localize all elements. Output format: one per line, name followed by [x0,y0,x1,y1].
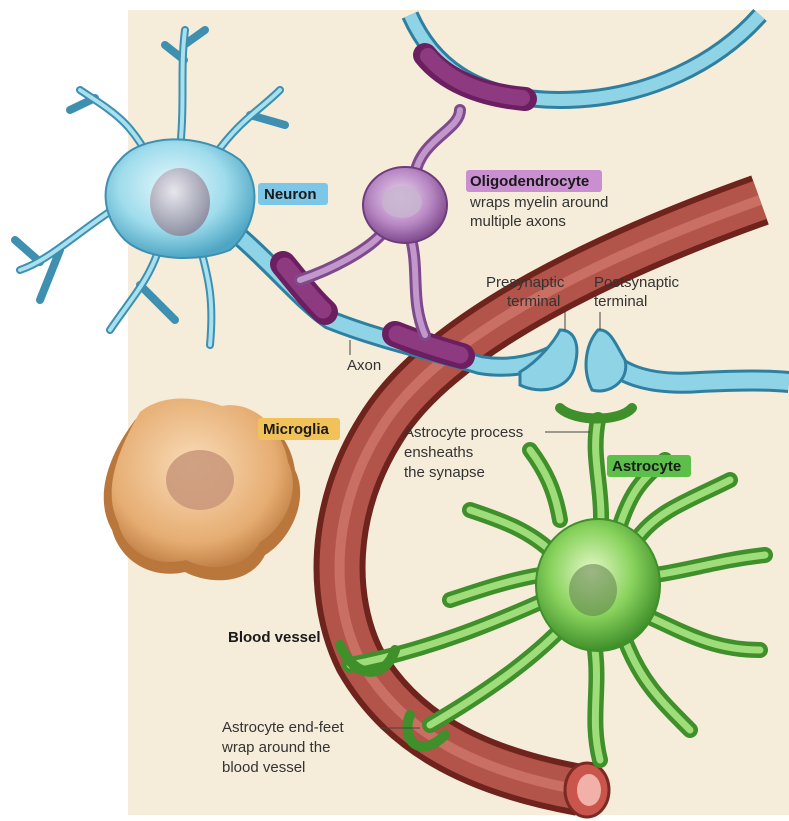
oligodendrocyte [363,167,447,243]
oligodendrocyte-desc-line1: wraps myelin around [469,194,608,211]
neuron-label: Neuron [264,186,317,203]
astrocyte-nucleus [569,564,617,616]
label-neuron: Neuron [258,183,328,205]
microglia-label: Microglia [263,421,330,438]
astrocyte-process-label-line3: the synapse [404,464,485,481]
presynaptic-label-line2: terminal [507,293,560,310]
endfeet-label-line3: blood vessel [222,759,305,776]
astrocyte-label: Astrocyte [612,458,681,475]
label-astrocyte: Astrocyte [607,455,691,477]
presynaptic-label-line1: Presynaptic [486,274,565,291]
astrocyte-process-label-line2: ensheaths [404,444,473,461]
label-microglia: Microglia [258,418,340,440]
neuron-nucleus [150,168,210,236]
astrocyte [536,519,660,651]
postsynaptic-label-line2: terminal [594,293,647,310]
oligodendrocyte-nucleus [382,186,422,218]
endfeet-label-line1: Astrocyte end-feet [222,719,345,736]
axon-label: Axon [347,357,381,374]
endfeet-label-line2: wrap around the [221,739,330,756]
neuron [106,139,255,258]
postsynaptic-label-line1: Postsynaptic [594,274,680,291]
microglia-nucleus [166,450,234,510]
oligodendrocyte-desc-line2: multiple axons [470,213,566,230]
astrocyte-process-label-line1: Astrocyte process [404,424,523,441]
oligodendrocyte-label: Oligodendrocyte [470,173,589,190]
blood-vessel-label: Blood vessel [228,629,321,646]
